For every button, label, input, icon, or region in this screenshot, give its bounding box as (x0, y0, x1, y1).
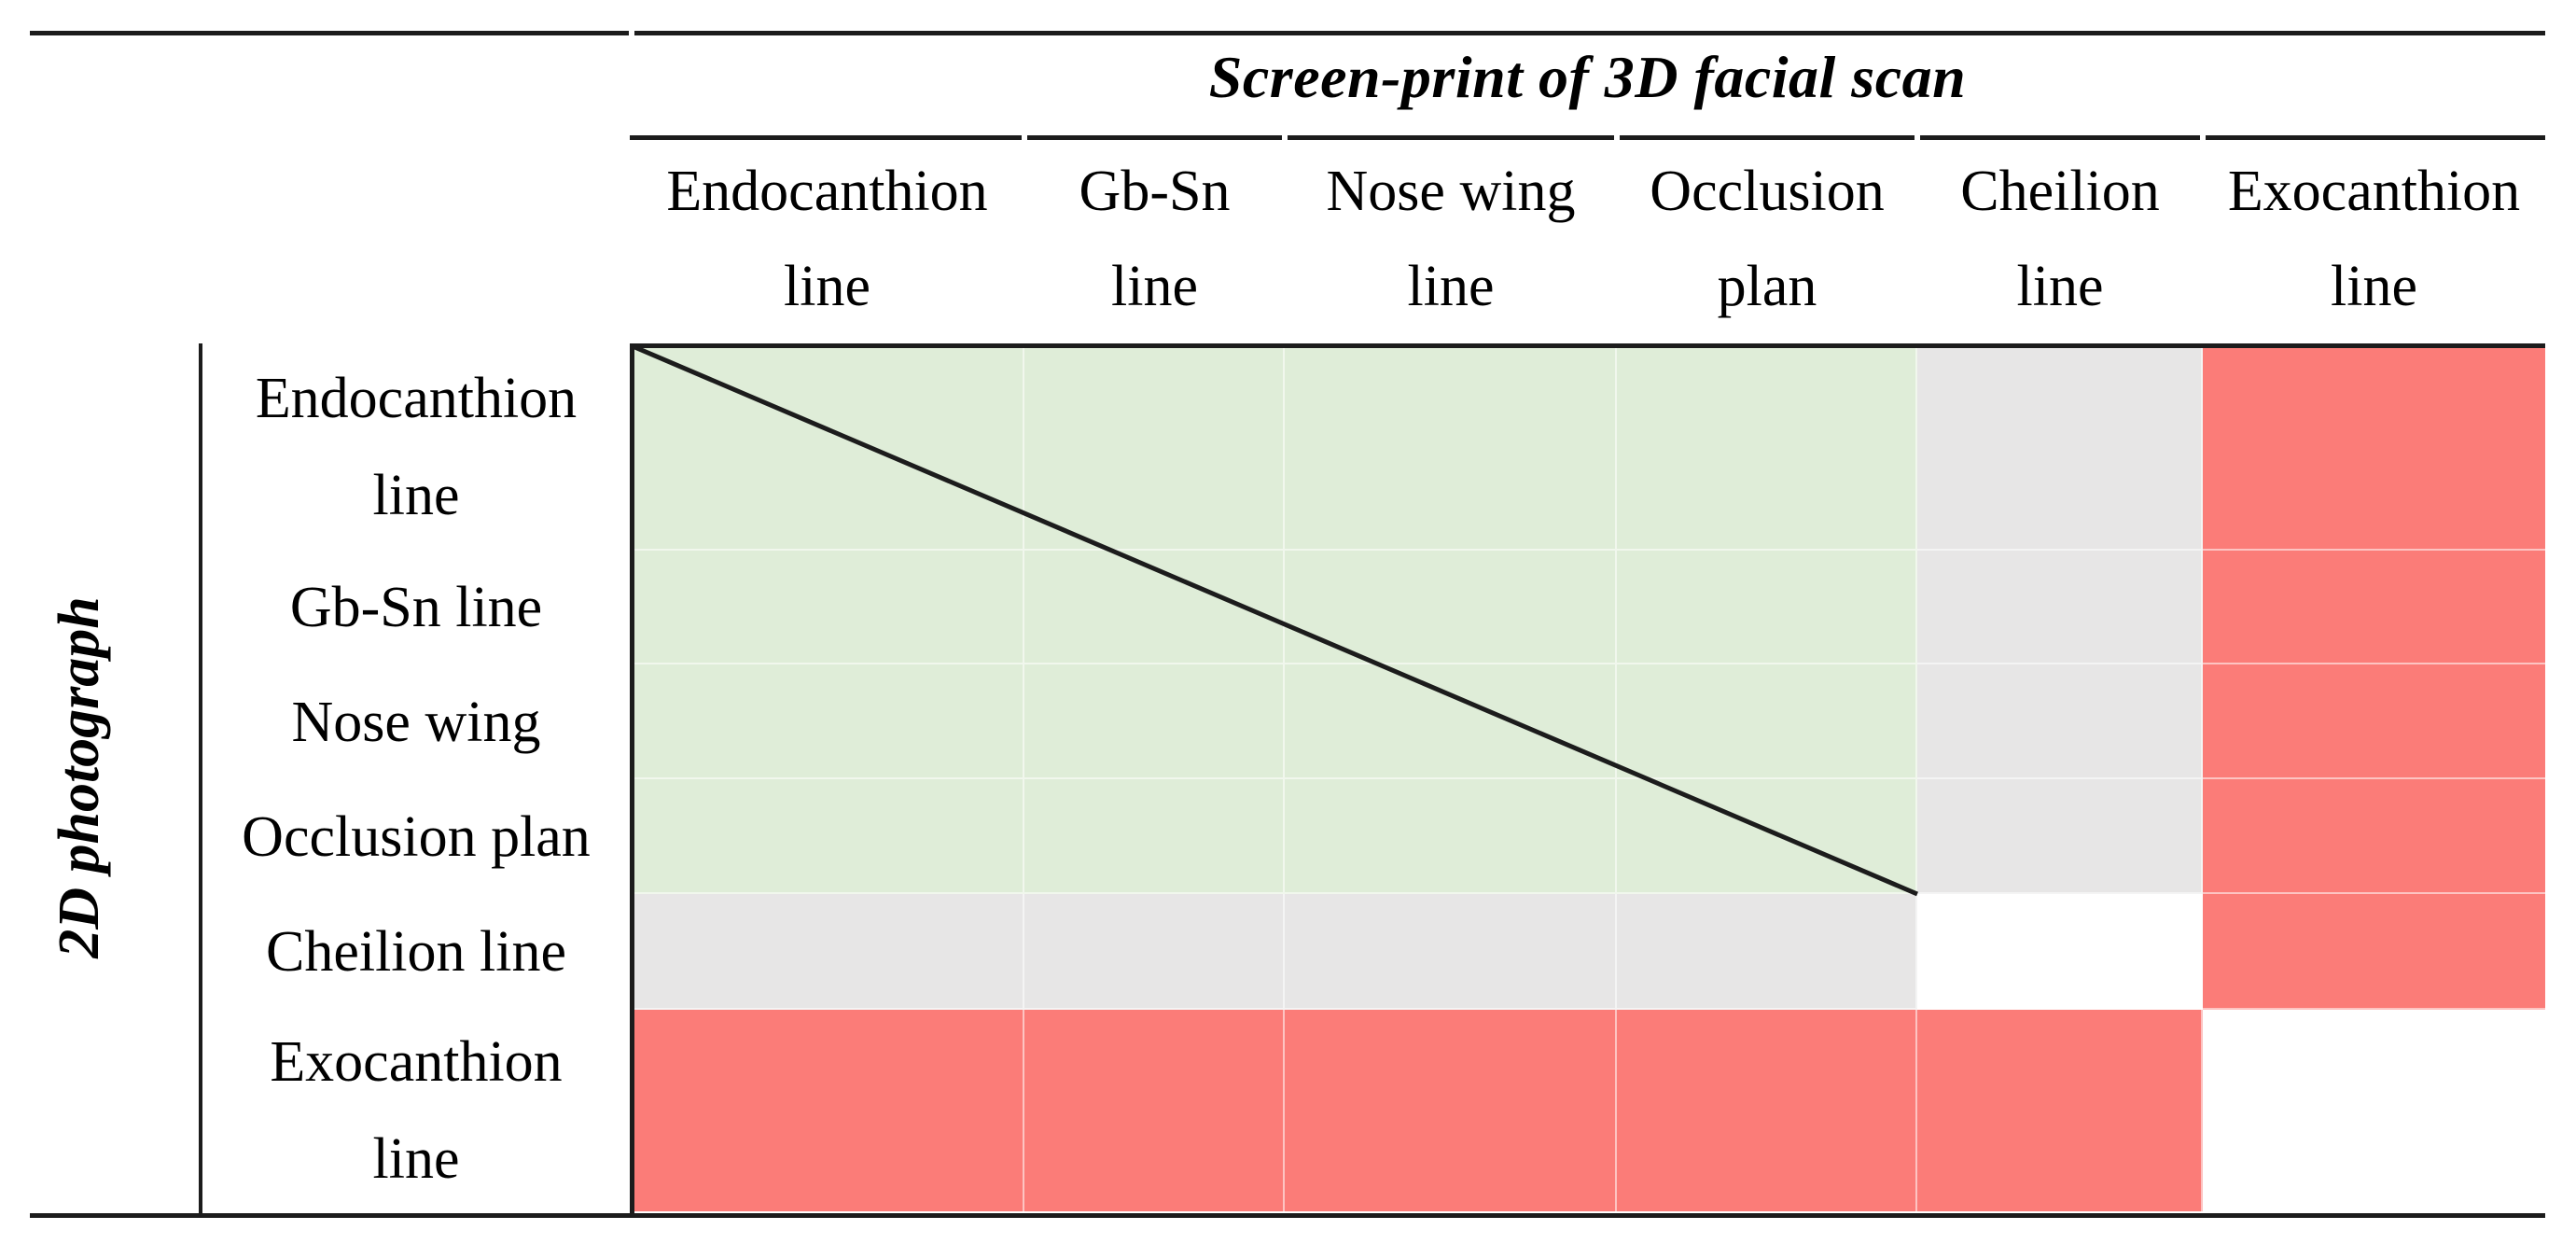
matrix-cell-r2c6-red (2203, 551, 2545, 664)
matrix-cell-r6c3-red (1285, 1010, 1617, 1211)
matrix-cell-r2c1-green (630, 551, 1024, 664)
col-header-endocanthion: Endocanthion line (630, 140, 1024, 338)
row-label-endocanthion: Endocanthion line (202, 343, 630, 551)
row-label-line2: line (372, 1127, 460, 1191)
row-label-nose-wing: Nose wing (202, 664, 630, 779)
matrix-cell-r1c5-gray (1917, 343, 2203, 551)
header-underline-seg-6 (2206, 135, 2545, 140)
matrix-cell-r6c2-red (1024, 1010, 1285, 1211)
matrix-cell-r3c3-green (1285, 664, 1617, 779)
matrix-cell-r1c3-green (1285, 343, 1617, 551)
matrix-cell-r5c3-gray (1285, 894, 1617, 1010)
col-header-line2: line (2016, 255, 2104, 318)
matrix-cell-r3c1-green (630, 664, 1024, 779)
matrix-cell-r6c4-red (1617, 1010, 1917, 1211)
row-label-cheilion: Cheilion line (202, 894, 630, 1010)
row-label-line1: Cheilion line (265, 920, 567, 984)
heatmap-matrix (630, 343, 2545, 1211)
matrix-cell-r4c5-gray (1917, 779, 2203, 894)
col-header-line1: Cheilion (1960, 160, 2160, 223)
matrix-cell-r2c3-green (1285, 551, 1617, 664)
col-header-line2: line (2331, 255, 2417, 318)
col-header-line2: plan (1717, 255, 1817, 318)
heatmap-cells (630, 343, 2545, 1211)
matrix-cell-r1c1-green (630, 343, 1024, 551)
row-label-gb-sn: Gb-Sn line (202, 551, 630, 664)
matrix-cell-r3c5-gray (1917, 664, 2203, 779)
col-header-line2: line (1407, 255, 1495, 318)
row-label-line1: Exocanthion (270, 1030, 563, 1094)
matrix-cell-r1c2-green (1024, 343, 1285, 551)
row-label-occlusion: Occlusion plan (202, 779, 630, 894)
matrix-cell-r2c5-gray (1917, 551, 2203, 664)
matrix-cell-r5c5-white (1917, 894, 2203, 1010)
col-header-line2: line (1111, 255, 1198, 318)
matrix-cell-r1c4-green (1617, 343, 1917, 551)
row-axis-title: 2D photograph (48, 596, 111, 958)
matrix-cell-r6c6-white (2203, 1010, 2545, 1211)
row-label-line1: Gb-Sn line (289, 576, 543, 639)
matrix-left-border (630, 343, 634, 1213)
column-axis-title: Screen-print of 3D facial scan (1208, 44, 1967, 110)
matrix-cell-r4c1-green (630, 779, 1024, 894)
matrix-cell-r4c2-green (1024, 779, 1285, 894)
matrix-cell-r4c3-green (1285, 779, 1617, 894)
row-label-line1: Endocanthion (255, 367, 578, 430)
col-header-exocanthion: Exocanthion line (2203, 140, 2545, 338)
header-underline-seg-2 (1027, 135, 1282, 140)
top-rule-right (634, 31, 2545, 35)
header-underline-seg-3 (1288, 135, 1614, 140)
col-header-line1: Occlusion (1650, 160, 1885, 223)
col-header-gb-sn: Gb-Sn line (1024, 140, 1285, 338)
matrix-cell-r2c2-green (1024, 551, 1285, 664)
matrix-cell-r3c2-green (1024, 664, 1285, 779)
col-header-occlusion: Occlusion plan (1617, 140, 1917, 338)
col-header-line2: line (784, 255, 870, 318)
col-header-line1: Endocanthion (666, 160, 988, 223)
matrix-cell-r4c4-green (1617, 779, 1917, 894)
header-underline-seg-1 (630, 135, 1022, 140)
row-label-line1: Occlusion plan (242, 804, 591, 869)
col-header-line1: Gb-Sn (1079, 160, 1231, 223)
matrix-cell-r5c4-gray (1617, 894, 1917, 1010)
matrix-cell-r3c6-red (2203, 664, 2545, 779)
bottom-rule (30, 1213, 2545, 1218)
row-label-exocanthion: Exocanthion line (202, 1010, 630, 1211)
matrix-cell-r1c6-red (2203, 343, 2545, 551)
col-header-line1: Exocanthion (2227, 160, 2521, 223)
matrix-cell-r5c1-gray (630, 894, 1024, 1010)
row-label-line2: line (372, 464, 460, 527)
row-label-line1: Nose wing (291, 690, 541, 754)
matrix-cell-r6c5-red (1917, 1010, 2203, 1211)
matrix-cell-r5c6-red (2203, 894, 2545, 1010)
matrix-cell-r6c1-red (630, 1010, 1024, 1211)
matrix-cell-r4c6-red (2203, 779, 2545, 894)
top-rule-left (30, 31, 629, 35)
row-label-divider (199, 343, 202, 1213)
matrix-top-border (630, 343, 2545, 348)
matrix-cell-r3c4-green (1617, 664, 1917, 779)
col-header-cheilion: Cheilion line (1917, 140, 2203, 338)
col-header-line1: Nose wing (1326, 160, 1576, 223)
header-underline-seg-4 (1620, 135, 1915, 140)
matrix-cell-r5c2-gray (1024, 894, 1285, 1010)
matrix-cell-r2c4-green (1617, 551, 1917, 664)
col-header-nose-wing: Nose wing line (1285, 140, 1617, 338)
header-underline-seg-5 (1920, 135, 2200, 140)
